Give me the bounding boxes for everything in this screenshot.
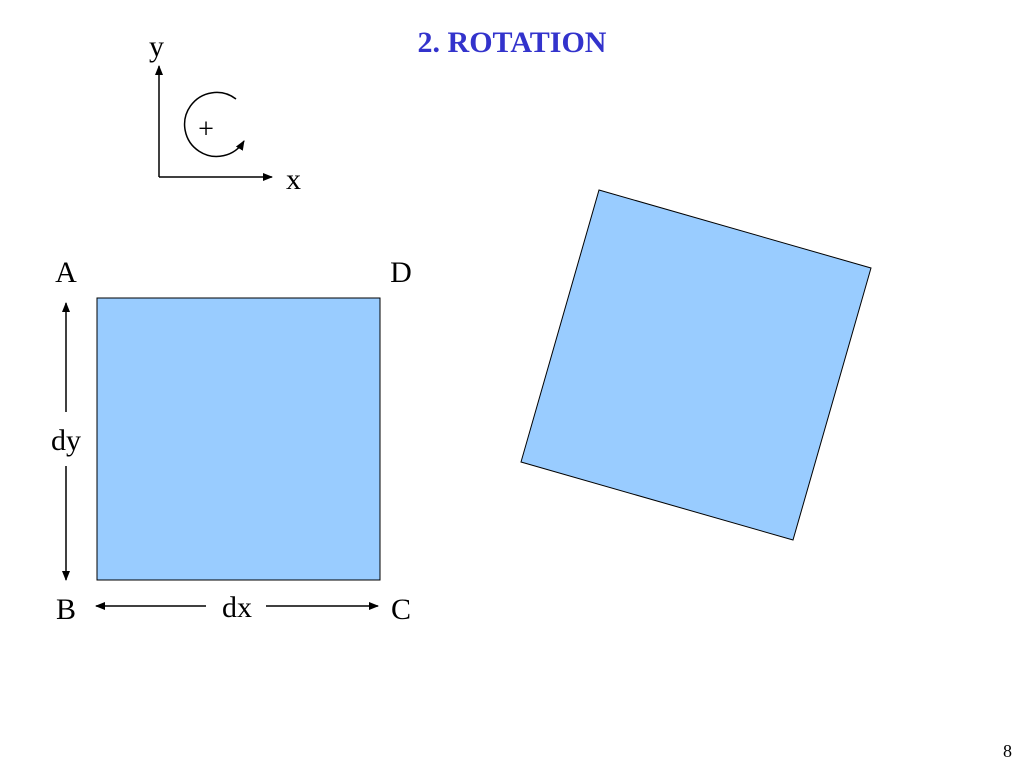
coordinate-axes: y x [149,30,301,196]
page-number: 8 [1003,741,1012,761]
height-dimension: dy [51,302,81,581]
corner-b-label: B [56,593,76,626]
width-dimension: dx [95,591,379,624]
slide-title: 2. ROTATION [417,26,607,59]
corner-d-label: D [390,256,412,289]
corner-a-label: A [55,256,77,289]
rotation-sign-convention: + [183,91,245,158]
original-element-square [96,297,381,581]
dy-label: dy [51,424,81,457]
positive-sign-label: + [198,114,214,145]
x-axis-label: x [286,163,301,196]
corner-c-label: C [391,593,411,626]
y-axis-label: y [149,30,164,63]
rotated-element-square [520,189,872,541]
clockwise-rotation-arrow [183,91,245,158]
original-element: A D B C [55,256,412,626]
dx-label: dx [222,591,252,624]
